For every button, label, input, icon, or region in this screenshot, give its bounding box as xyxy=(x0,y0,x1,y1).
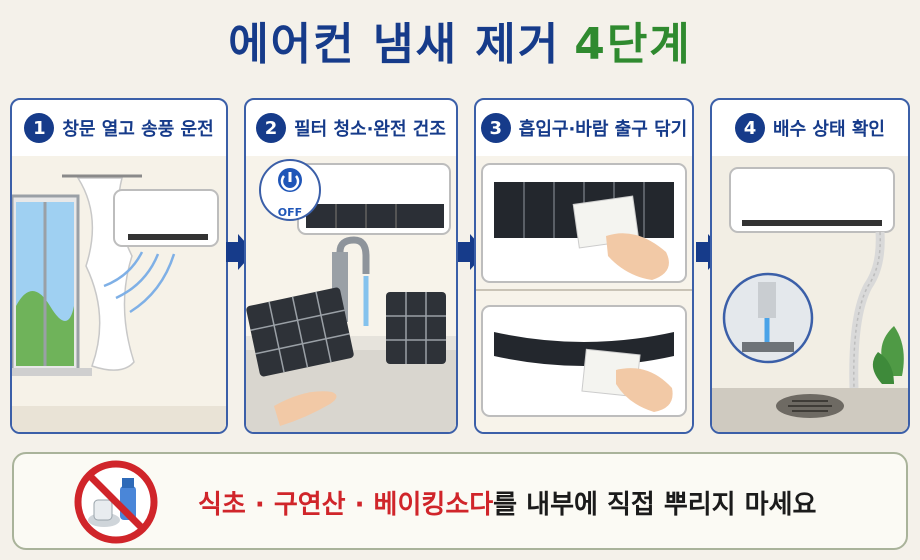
off-badge-text: OFF xyxy=(277,206,303,219)
page-title: 에어컨 냄새 제거 4단계 xyxy=(0,8,920,72)
drain-illustration xyxy=(712,156,908,432)
step-header-3: 3 흡입구·바람 출구 닦기 xyxy=(476,100,692,156)
step-header-1: 1 창문 열고 송풍 운전 xyxy=(12,100,226,156)
warning-banner: 식초 · 구연산 · 베이킹소다를 내부에 직접 뿌리지 마세요 xyxy=(12,452,908,550)
step-header-4: 4 배수 상태 확인 xyxy=(712,100,908,156)
step-panel-3: 3 흡입구·바람 출구 닦기 xyxy=(474,98,694,434)
wipe-illustration xyxy=(476,156,692,432)
scene-filter: OFF xyxy=(246,156,456,432)
arrow-right-icon xyxy=(226,234,254,270)
step-header-2: 2 필터 청소·완전 건조 xyxy=(246,100,456,156)
air-conditioner-icon xyxy=(113,189,219,247)
arrow-right-icon xyxy=(458,234,486,270)
no-spray-icon xyxy=(74,460,158,544)
step-panel-4: 4 배수 상태 확인 xyxy=(710,98,910,434)
step-label-3: 흡입구·바람 출구 닦기 xyxy=(518,119,688,140)
step-label-2: 필터 청소·완전 건조 xyxy=(294,119,446,140)
step-number-2: 2 xyxy=(256,113,287,143)
scene-wipe xyxy=(476,156,692,432)
title-accent: 4단계 xyxy=(574,19,692,70)
step-label-4: 배수 상태 확인 xyxy=(773,119,885,140)
step-panel-2: 2 필터 청소·완전 건조 xyxy=(244,98,458,434)
scene-drain xyxy=(712,156,908,432)
step-number-3: 3 xyxy=(480,113,511,143)
step-label-1: 창문 열고 송풍 운전 xyxy=(62,119,214,140)
warning-ingredients: 식초 · 구연산 · 베이킹소다 xyxy=(198,490,494,520)
step-number-4: 4 xyxy=(735,113,766,143)
warning-text: 식초 · 구연산 · 베이킹소다를 내부에 직접 뿌리지 마세요 xyxy=(198,484,816,521)
title-main: 에어컨 냄새 제거 xyxy=(228,19,561,70)
air-conditioner-icon xyxy=(729,167,895,233)
step-panel-1: 1 창문 열고 송풍 운전 xyxy=(10,98,228,434)
filter-cleaning-illustration xyxy=(246,156,456,432)
warning-rest: 를 내부에 직접 뿌리지 마세요 xyxy=(493,490,817,520)
scene-ventilate xyxy=(12,156,226,432)
ventilate-illustration xyxy=(12,156,226,432)
step-number-1: 1 xyxy=(24,113,55,143)
